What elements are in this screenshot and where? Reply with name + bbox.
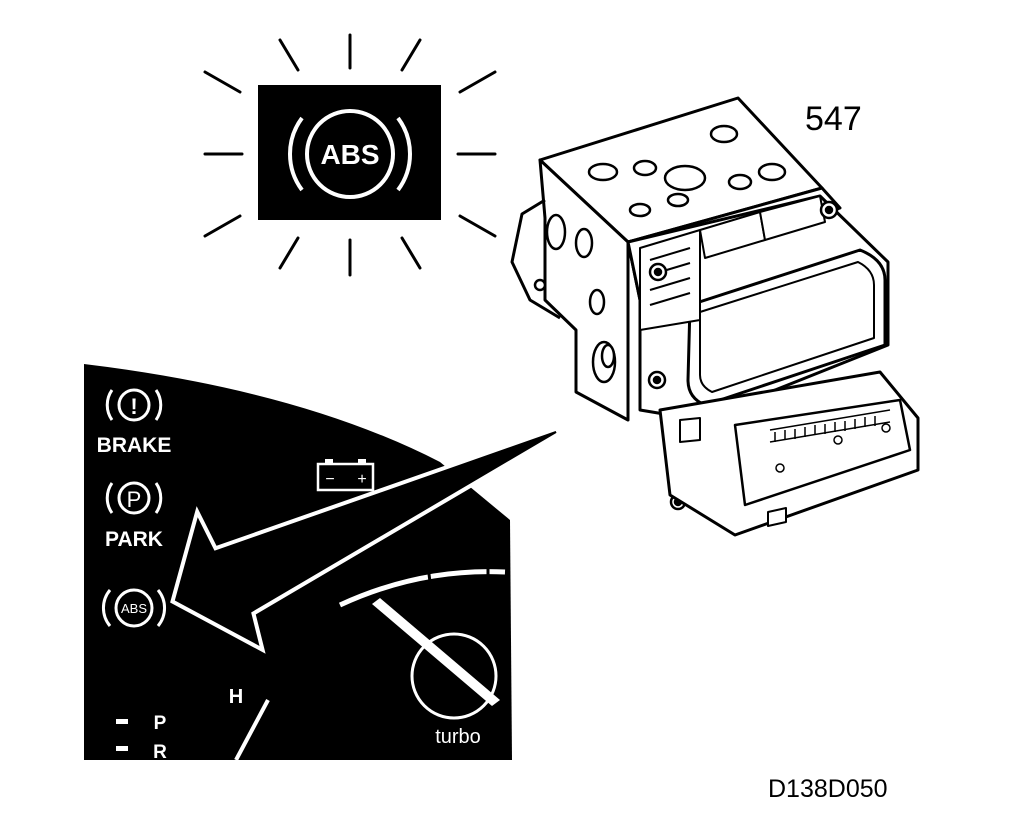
- turbo-label: turbo: [435, 726, 481, 748]
- gear-r-marker: [116, 746, 128, 751]
- turbo-dial: [410, 632, 498, 720]
- solenoid-blocks: [639, 195, 826, 331]
- park-brake-indicator: P: [105, 481, 163, 515]
- turbo-needle: [372, 598, 500, 706]
- connector-side-clip: [679, 417, 701, 443]
- control-module-cover: [686, 248, 887, 407]
- pointer-arrow: [170, 427, 559, 654]
- turbo-gauge-scale: [338, 569, 506, 608]
- abs-warning-lamp: ABS: [203, 33, 497, 277]
- mounting-flange: [510, 198, 561, 320]
- battery-icon: − +: [316, 459, 375, 492]
- cover-rim: [699, 261, 875, 393]
- lamp-glow-rays: [203, 33, 497, 277]
- brake-warning-indicator: !: [105, 388, 163, 422]
- battery-minus: −: [325, 471, 334, 488]
- temperature-gauge-arc: [234, 699, 270, 761]
- part-number-label: 547: [805, 100, 862, 138]
- pointer-arrow-body: [174, 431, 557, 646]
- park-label: PARK: [105, 528, 163, 551]
- connector-latch: [767, 507, 787, 527]
- figure-code-label: D138D050: [768, 775, 888, 803]
- gear-p-marker: [116, 719, 128, 724]
- brake-label: BRAKE: [97, 434, 172, 457]
- brake-exclamation-icon: !: [130, 394, 137, 419]
- abs-symbol-text: ABS: [320, 139, 379, 170]
- abs-symbol-right-arc: [396, 116, 412, 192]
- abs-small-text: ABS: [121, 601, 147, 616]
- abs-cluster-indicator: ABS: [102, 588, 166, 628]
- gear-r-label: R: [153, 742, 167, 763]
- mounting-bolts: [533, 200, 839, 511]
- connector-pins: [769, 409, 891, 473]
- abs-symbol-circle: [305, 109, 395, 199]
- port-holes: [545, 124, 787, 384]
- park-p-icon: P: [127, 487, 142, 512]
- turbo-gauge-ticks: [426, 565, 490, 583]
- gear-p-label: P: [154, 713, 167, 734]
- temperature-hot-label: H: [229, 686, 243, 708]
- battery-plus: +: [357, 471, 366, 488]
- abs-symbol-left-arc: [288, 116, 304, 192]
- abs-hydraulic-unit: [510, 96, 920, 537]
